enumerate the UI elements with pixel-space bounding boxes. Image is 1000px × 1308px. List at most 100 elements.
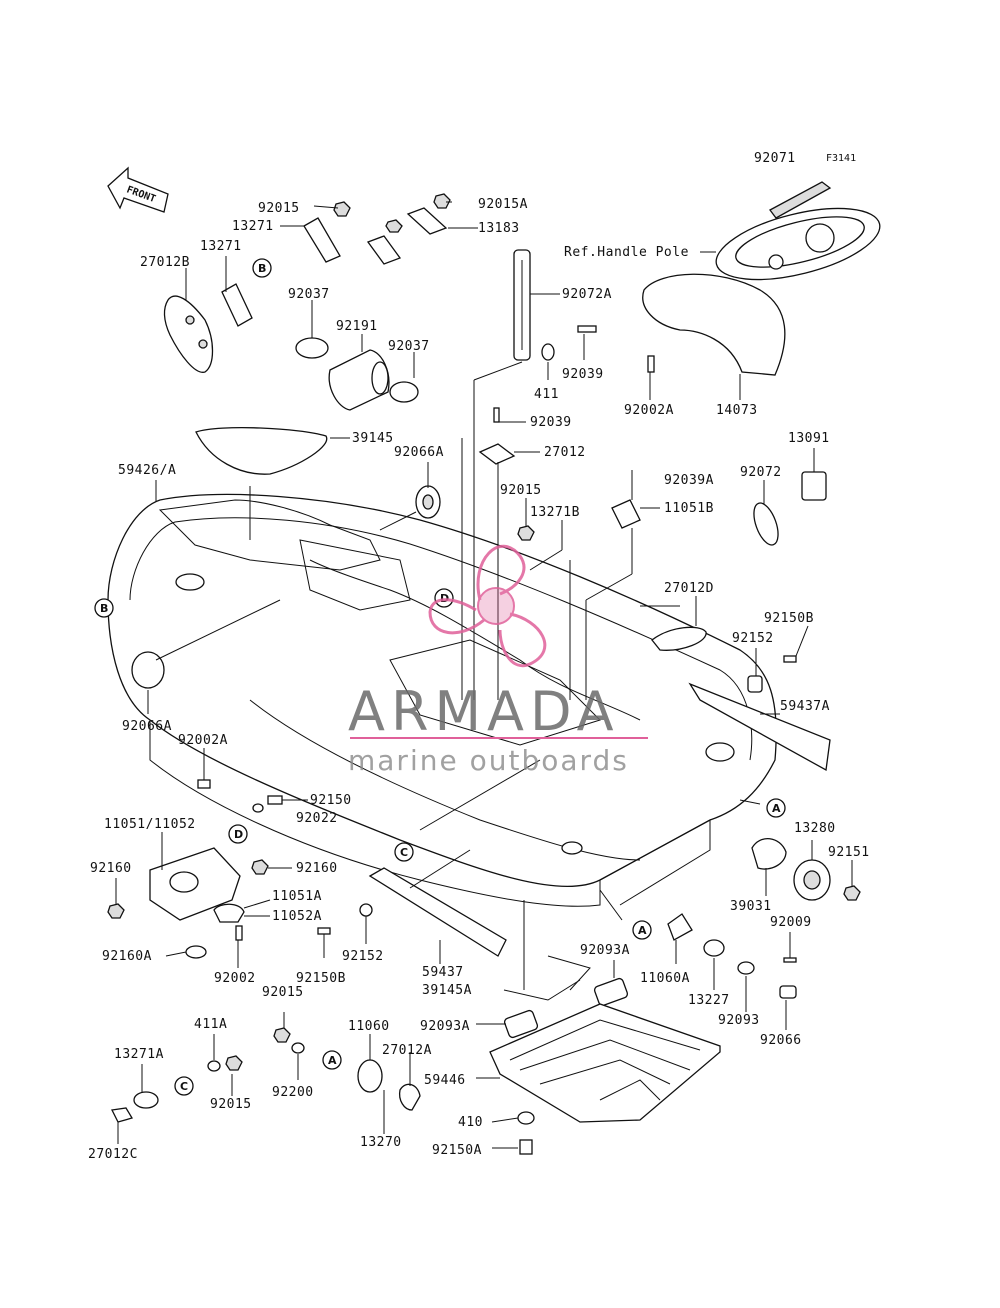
watermark-subtitle: marine outboards	[348, 744, 629, 777]
part-92015-bot	[273, 1027, 291, 1043]
label-92150A: 92150A	[432, 1143, 482, 1158]
label-92066A-bot: 92066A	[122, 719, 172, 734]
part-13271-b	[221, 283, 253, 327]
part-13271A	[133, 1091, 159, 1109]
label-ref-handle-pole: Ref.Handle Pole	[564, 245, 689, 260]
part-92015A	[433, 193, 451, 209]
label-92066: 92066	[760, 1033, 802, 1048]
label-92015-bot: 92015	[262, 985, 304, 1000]
part-92072A	[513, 249, 531, 361]
front-arrow: FRONT	[107, 166, 169, 213]
part-59446	[489, 1003, 721, 1123]
label-92066A-top: 92066A	[394, 445, 444, 460]
part-27012A	[398, 1083, 421, 1111]
callout-C-hull: C	[394, 842, 414, 862]
label-92093A-b: 92093A	[420, 1019, 470, 1034]
label-27012: 27012	[544, 445, 586, 460]
part-13183	[366, 207, 448, 265]
label-14073: 14073	[716, 403, 758, 418]
svg-text:D: D	[234, 828, 243, 841]
callout-B-hull: B	[94, 598, 114, 618]
label-92093: 92093	[718, 1013, 760, 1028]
part-labels: 92071 92015 92015A 13271 13183 13271 270…	[88, 151, 870, 1162]
label-13183: 13183	[478, 221, 520, 236]
label-92002A-left: 92002A	[178, 733, 228, 748]
label-92151: 92151	[828, 845, 870, 860]
label-27012B: 27012B	[140, 255, 190, 270]
label-92191: 92191	[336, 319, 378, 334]
part-92015-mid	[517, 525, 535, 541]
label-59437: 59437	[422, 965, 464, 980]
label-92039-a: 92039	[562, 367, 604, 382]
label-92002A-top: 92002A	[624, 403, 674, 418]
part-92037-a	[295, 337, 329, 359]
part-410	[517, 1111, 535, 1125]
label-27012D: 27012D	[664, 581, 714, 596]
label-27012C: 27012C	[88, 1147, 138, 1162]
leader-lines	[115, 201, 853, 1149]
part-27012C	[111, 1107, 133, 1123]
hull	[107, 493, 777, 907]
label-13271-a: 13271	[232, 219, 274, 234]
part-39145A	[503, 955, 591, 1001]
part-39031	[751, 838, 787, 870]
label-13271-b: 13271	[200, 239, 242, 254]
label-13280: 13280	[794, 821, 836, 836]
label-92039-b: 92039	[530, 415, 572, 430]
part-11060A	[667, 913, 693, 941]
part-92015-top	[333, 201, 351, 217]
label-92160-b: 92160	[296, 861, 338, 876]
label-92150B-left: 92150B	[296, 971, 346, 986]
label-11060A: 11060A	[640, 971, 690, 986]
label-11051A: 11051A	[272, 889, 322, 904]
label-92037-a: 92037	[288, 287, 330, 302]
part-92160A	[185, 945, 207, 959]
part-92152-right	[747, 675, 763, 693]
part-92002	[235, 925, 243, 941]
label-39031: 39031	[730, 899, 772, 914]
label-410: 410	[458, 1115, 483, 1130]
callout-D-hull: D	[434, 588, 454, 608]
part-92093A-a	[593, 977, 629, 1007]
part-92150	[252, 795, 283, 813]
part-11051B	[611, 499, 641, 529]
part-92066	[779, 985, 797, 999]
label-92200: 92200	[272, 1085, 314, 1100]
part-13091	[801, 471, 827, 501]
part-92152-left	[359, 903, 373, 917]
watermark-title: ARMADA	[348, 680, 620, 743]
label-92039A: 92039A	[664, 473, 714, 488]
part-27012	[478, 443, 516, 465]
part-14073	[642, 273, 786, 376]
svg-text:C: C	[180, 1080, 188, 1093]
label-411: 411	[534, 387, 559, 402]
part-92160-b	[251, 859, 269, 875]
svg-text:B: B	[100, 602, 108, 615]
svg-text:C: C	[400, 846, 408, 859]
part-92191	[328, 349, 390, 411]
part-13227	[703, 939, 725, 957]
label-59426A: 59426/A	[118, 463, 176, 478]
label-13271A: 13271A	[114, 1047, 164, 1062]
part-92150A	[519, 1139, 533, 1155]
part-13280	[793, 859, 831, 901]
diagram-code: F3141	[826, 153, 856, 164]
label-59446: 59446	[424, 1073, 466, 1088]
label-92015-bl: 92015	[210, 1097, 252, 1112]
label-13091: 13091	[788, 431, 830, 446]
part-59437A	[688, 682, 831, 772]
label-92072A: 92072A	[562, 287, 612, 302]
part-92066A-top	[415, 485, 441, 519]
callout-B-top: B	[252, 258, 272, 278]
part-ref-handle-pole	[715, 207, 881, 281]
label-27012A: 27012A	[382, 1043, 432, 1058]
label-11051B: 11051B	[664, 501, 714, 516]
callout-A-bottom: A	[322, 1050, 342, 1070]
label-92015A: 92015A	[478, 197, 528, 212]
label-92160-a: 92160	[90, 861, 132, 876]
callout-D-left: D	[228, 824, 248, 844]
label-39145: 39145	[352, 431, 394, 446]
label-92002: 92002	[214, 971, 256, 986]
